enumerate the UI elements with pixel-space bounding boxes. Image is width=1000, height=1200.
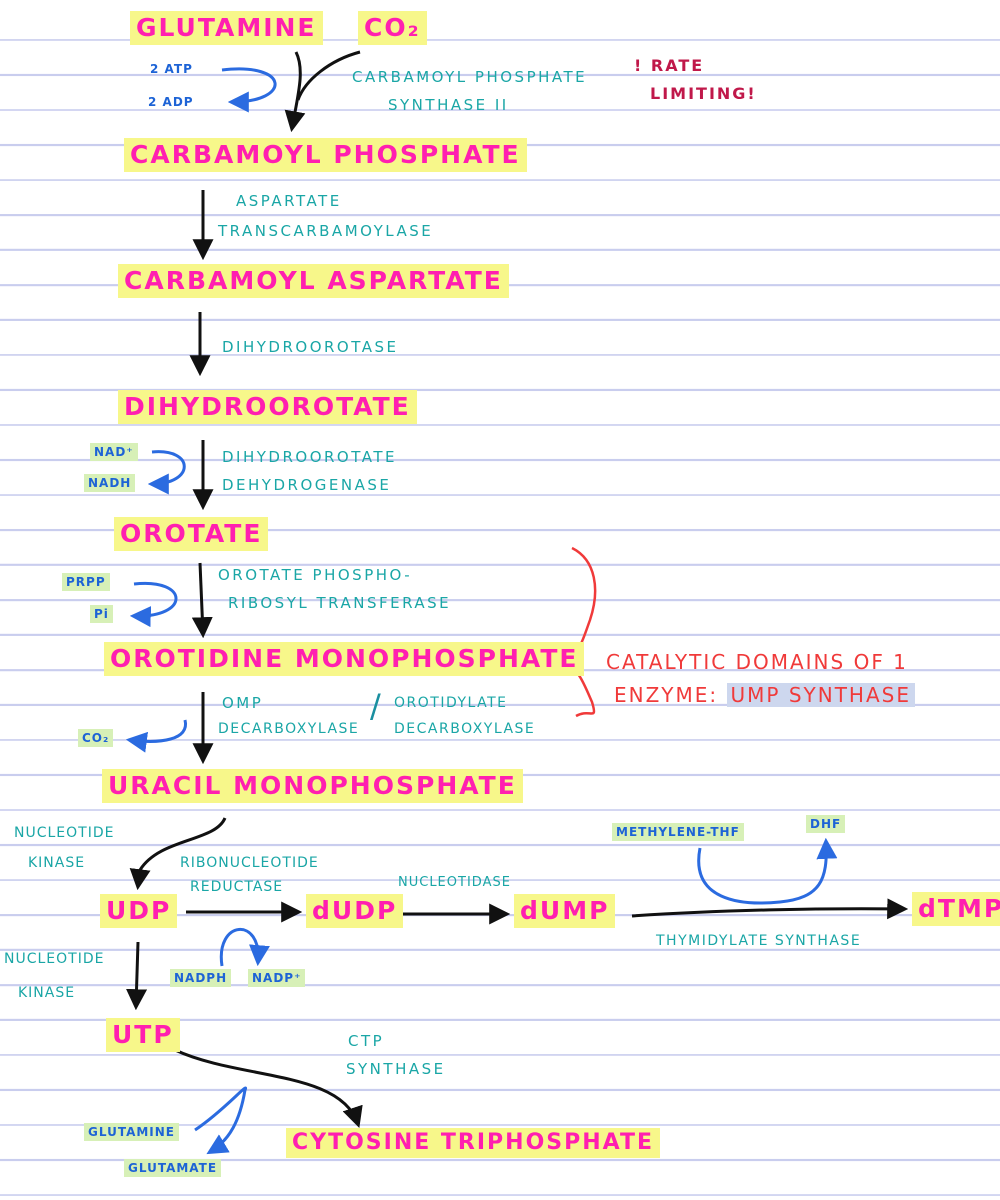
enzyme-nk1-line2: KINASE <box>28 855 86 871</box>
note-enzyme-prefix: ENZYME: <box>614 683 719 707</box>
arrow-ump-to-udp <box>129 817 227 891</box>
enzyme-rnr-line2: REDUCTASE <box>190 879 284 895</box>
metabolite-utp: UTP <box>106 1018 180 1052</box>
arrow-dump-to-dtmp <box>631 898 909 920</box>
enzyme-thymidylate-synthase: THYMIDYLATE SYNTHASE <box>656 933 862 949</box>
enzyme-rnr-line1: RIBONUCLEOTIDE <box>180 855 319 871</box>
cofactor-dhf: DHF <box>806 815 846 833</box>
enzyme-nucleotidase: NUCLEOTIDASE <box>398 875 511 890</box>
metabolite-orotate: OROTATE <box>114 517 269 551</box>
enzyme-atc-line2: TRANSCARBAMOYLASE <box>218 222 434 240</box>
arrow-udp-to-utp <box>126 941 148 1011</box>
catalytic-domains-brace <box>563 546 597 718</box>
metabolite-udp: UDP <box>100 894 178 928</box>
note-rate-limiting-line1: ! RATE <box>634 56 705 75</box>
cofactor-pi: Pi <box>90 605 113 623</box>
enzyme-dihydroorotase: DIHYDROOROTASE <box>222 338 399 356</box>
note-catalytic-domains-line2: ENZYME: UMP SYNTHASE <box>614 683 915 707</box>
arrow-glutamine-to-carbamoyl-phosphate <box>284 51 306 133</box>
enzyme-odc-line2: DECARBOXYLASE <box>394 721 536 737</box>
note-rate-limiting-line2: LIMITING! <box>650 84 757 103</box>
arrow-methylene-thf-to-dhf <box>697 837 838 905</box>
enzyme-ctps-line1: CTP <box>348 1032 385 1050</box>
metabolite-co2: CO₂ <box>358 11 427 45</box>
cofactor-nadp: NADP⁺ <box>248 969 306 987</box>
arrow-co2-release <box>125 719 187 753</box>
enzyme-oprt-line2: RIBOSYL TRANSFERASE <box>228 594 452 612</box>
metabolite-dtmp: dTMP <box>912 892 1000 926</box>
cofactor-nadh: NADH <box>84 474 136 492</box>
enzyme-cps2-line2: SYNTHASE II <box>388 96 509 114</box>
arrow-nadph-to-nadp <box>219 928 270 967</box>
note-catalytic-domains-line1: CATALYTIC DOMAINS OF 1 <box>606 650 908 674</box>
arrow-prpp-to-pi <box>129 581 178 628</box>
metabolite-dudp: dUDP <box>306 894 404 928</box>
cofactor-adp: 2 ADP <box>148 95 194 109</box>
cofactor-glutamate: GLUTAMATE <box>124 1159 222 1177</box>
enzyme-odc-line1: OROTIDYLATE <box>394 695 508 711</box>
arrow-to-omp <box>191 562 213 639</box>
arrow-utp-to-ctp <box>174 1048 363 1128</box>
cofactor-methylene-thf: METHYLENE-THF <box>612 823 744 841</box>
metabolite-dihydroorotate: DIHYDROOROTATE <box>118 390 417 424</box>
arrow-atp-to-adp <box>221 67 277 113</box>
enzyme-nk2-line1: NUCLEOTIDE <box>4 951 105 967</box>
cofactor-glutamine: GLUTAMINE <box>84 1123 179 1141</box>
metabolite-omp: OROTIDINE MONOPHOSPHATE <box>104 642 585 676</box>
note-ump-synthase: UMP SYNTHASE <box>726 683 915 707</box>
enzyme-ctps-line2: SYNTHASE <box>346 1060 446 1078</box>
enzyme-ompdc-line2: DECARBOXYLASE <box>218 721 360 737</box>
arrow-nad-to-nadh <box>147 450 186 495</box>
metabolite-carbamoyl-phosphate: CARBAMOYL PHOSPHATE <box>124 138 527 172</box>
cofactor-prpp: PRPP <box>62 573 110 591</box>
enzyme-name-slash: / <box>370 687 384 725</box>
metabolite-dump: dUMP <box>514 894 616 928</box>
cofactor-co2: CO₂ <box>78 729 114 747</box>
metabolite-glutamine: GLUTAMINE <box>130 11 323 45</box>
enzyme-dhodh-line2: DEHYDROGENASE <box>222 476 392 494</box>
cofactor-nadph: NADPH <box>170 969 232 987</box>
enzyme-oprt-line1: OROTATE PHOSPHO- <box>218 566 413 584</box>
cofactor-nad: NAD⁺ <box>90 443 138 461</box>
arrow-glutamine-to-glutamate <box>194 1086 248 1155</box>
enzyme-ompdc-line1: OMP <box>222 694 264 712</box>
metabolite-carbamoyl-aspartate: CARBAMOYL ASPARTATE <box>118 264 509 298</box>
enzyme-nk1-line1: NUCLEOTIDE <box>14 825 115 841</box>
enzyme-cps2-line1: CARBAMOYL PHOSPHATE <box>352 68 588 86</box>
cofactor-atp: 2 ATP <box>150 62 193 76</box>
arrow-co2-join <box>296 50 361 101</box>
metabolite-ctp: CYTOSINE TRIPHOSPHATE <box>286 1128 661 1158</box>
metabolite-ump: URACIL MONOPHOSPHATE <box>102 769 523 803</box>
enzyme-nk2-line2: KINASE <box>18 985 76 1001</box>
enzyme-atc-line1: ASPARTATE <box>236 192 342 210</box>
enzyme-dhodh-line1: DIHYDROOROTATE <box>222 448 397 466</box>
